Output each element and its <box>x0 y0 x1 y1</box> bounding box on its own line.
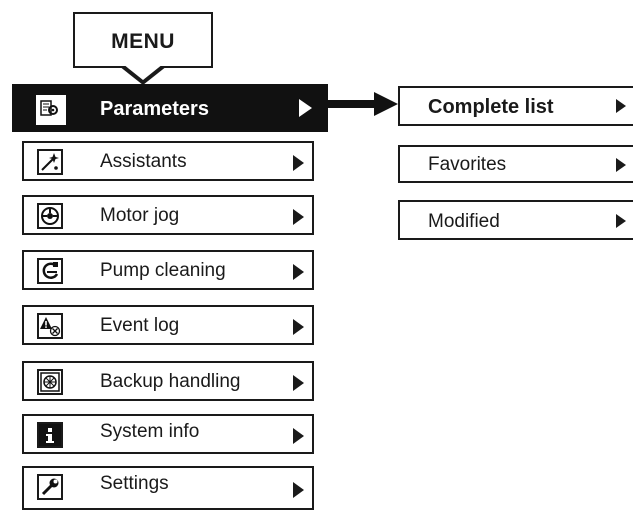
chevron-right-icon <box>616 158 626 172</box>
menu-item-pump-cleaning[interactable]: Pump cleaning <box>22 250 314 290</box>
menu-item-label: Motor jog <box>100 205 180 226</box>
submenu-item-favorites[interactable]: Favorites <box>398 145 633 183</box>
info-icon <box>37 422 63 448</box>
menu-title: MENU <box>111 30 175 53</box>
chevron-right-icon <box>299 99 312 117</box>
menu-item-parameters[interactable]: Parameters <box>12 84 328 132</box>
chevron-right-icon <box>293 155 304 171</box>
chevron-right-icon <box>616 99 626 113</box>
event-log-warning-icon <box>37 313 63 339</box>
chevron-right-icon <box>293 264 304 280</box>
submenu-item-modified[interactable]: Modified <box>398 200 633 240</box>
menu-item-label: Event log <box>100 315 180 336</box>
motor-jog-icon <box>37 203 63 229</box>
backup-handling-icon <box>37 369 63 395</box>
menu-item-label: Parameters <box>100 98 209 120</box>
menu-item-label: Settings <box>100 473 169 494</box>
menu-item-settings[interactable]: Settings <box>22 466 314 510</box>
menu-title-box[interactable]: MENU <box>73 12 213 68</box>
menu-item-label: System info <box>100 421 200 442</box>
menu-item-label: Pump cleaning <box>100 260 226 281</box>
menu-item-label: Assistants <box>100 151 187 172</box>
menu-pointer-triangle-inner <box>123 64 163 80</box>
menu-item-assistants[interactable]: Assistants <box>22 141 314 181</box>
wrench-icon <box>37 474 63 500</box>
chevron-right-icon <box>616 214 626 228</box>
menu-item-system-info[interactable]: System info <box>22 414 314 454</box>
menu-item-event-log[interactable]: Event log <box>22 305 314 345</box>
menu-item-motor-jog[interactable]: Motor jog <box>22 195 314 235</box>
submenu-item-label: Favorites <box>428 154 507 175</box>
submenu-connector-arrowhead <box>374 92 398 116</box>
submenu-item-complete-list[interactable]: Complete list <box>398 86 633 126</box>
chevron-right-icon <box>293 428 304 444</box>
parameters-icon <box>36 95 66 125</box>
submenu-item-label: Complete list <box>428 96 554 118</box>
chevron-right-icon <box>293 482 304 498</box>
pump-cleaning-icon <box>37 258 63 284</box>
assistants-wand-icon <box>37 149 63 175</box>
submenu-item-label: Modified <box>428 211 500 232</box>
chevron-right-icon <box>293 319 304 335</box>
menu-item-label: Backup handling <box>100 371 241 392</box>
chevron-right-icon <box>293 209 304 225</box>
menu-item-backup-handling[interactable]: Backup handling <box>22 361 314 401</box>
chevron-right-icon <box>293 375 304 391</box>
submenu-connector-line <box>328 100 376 108</box>
